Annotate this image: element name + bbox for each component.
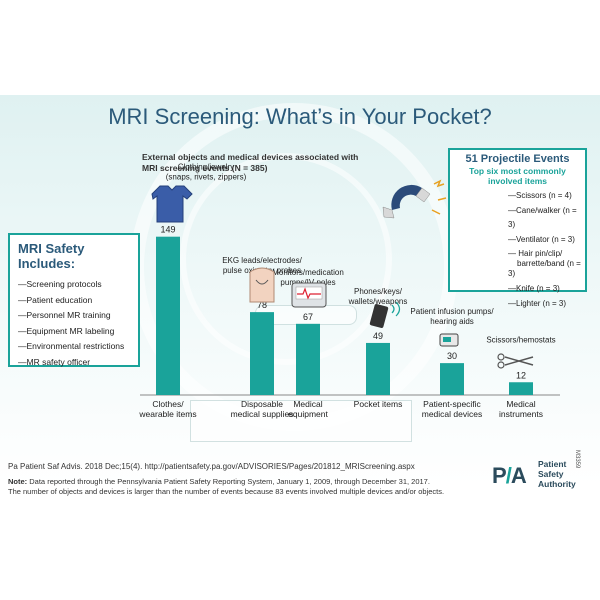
annotation-label: Scissors/hemostats [486,335,555,344]
annotation-label: hearing aids [430,317,474,326]
annotation-label: EKG leads/electrodes/ [222,256,302,265]
logo-line-3: Authority [538,479,576,489]
tick-label: Patient-specific [423,399,481,409]
projectile-subheading: Top six most commonly involved items [450,166,585,186]
scissors-handle-icon [497,361,505,369]
subtitle-line-2: MRI screening events (N = 385) [142,163,268,173]
magnet-pole-icon [415,187,431,203]
projectile-item: Ventilator (n = 3) [508,233,585,248]
monitor-screen-icon [295,286,323,300]
projectile-item: Cane/walker (n = 3) [508,204,585,233]
ekg-torso-icon [249,267,275,303]
tick-label: Disposable [241,399,283,409]
projectile-item: Lighter (n = 3) [508,297,585,312]
projectile-events-panel: 51 Projectile Events Top six most common… [448,148,587,308]
page-title: MRI Screening: What’s in Your Pocket? [108,104,492,129]
logo-line-1: Patient [538,459,567,469]
scissors-handle-icon [497,353,505,361]
magnet-icon [391,184,422,210]
logo-mark: P/A [492,463,527,489]
projectile-item-line-2: barrette/band (n = 3) [508,259,581,278]
logo-mark-slash: / [505,463,512,488]
logo-mark-a: A [510,463,527,488]
bar [440,363,464,395]
heartbeat-icon [297,287,321,300]
safety-item: Personnel MR training [18,308,138,324]
data-label: 67 [303,312,313,322]
projectile-list: Scissors (n = 4) Cane/walker (n = 3) Ven… [450,189,585,311]
safety-item: Patient education [18,293,138,309]
annotation-label: Clothing/jewelry [178,163,234,172]
projectile-item: Knife (n = 3) [508,282,585,297]
logo-line-2: Safety [538,469,564,479]
magnet-pole-icon [382,206,395,219]
pump-screen-icon [443,337,451,342]
logo-words: Patient Safety Authority [538,459,576,489]
note-text: Data reported through the Pennsylvania P… [29,477,430,486]
subtitle-line-1: External objects and medical devices ass… [142,152,359,162]
annotation-label: wallets/weapons [348,297,408,306]
annotation-label: (snaps, rivets, zippers) [166,173,247,182]
tick-label: Clothes/ [152,399,184,409]
mri-safety-list: Screening protocols Patient education Pe… [10,277,138,370]
annotation-label: Monitors/medication [272,268,344,277]
shirt-icon [151,185,193,223]
bar [509,382,533,395]
bar [366,342,390,395]
annotation-label: Phones/keys/ [354,287,403,296]
tick-label: Pocket items [354,399,403,409]
note-label: Note: [8,477,28,486]
logo-mark-p: P [492,463,507,488]
projectile-heading: 51 Projectile Events [465,153,570,165]
data-label: 30 [447,351,457,361]
bar [156,236,180,395]
data-label: 12 [516,370,526,380]
note: Note: Data reported through the Pennsylv… [8,477,488,497]
citation: Pa Patient Saf Advis. 2018 Dec;15(4). ht… [8,462,415,471]
tick-label: instruments [499,409,543,419]
tick-label: Medical [293,399,322,409]
safety-item: Equipment MR labeling [18,324,138,340]
tick-label: wearable items [138,409,196,419]
projectile-subheading-line-1: Top six most commonly [469,166,566,176]
projectile-item: Scissors (n = 4) [508,189,585,204]
projectile-item: Hair pin/clip/ barrette/band (n = 3) [508,249,585,279]
safety-item: Environmental restrictions [18,339,138,355]
data-label: 49 [373,331,383,341]
patient-safety-authority-logo: P/A Patient Safety Authority [492,458,592,498]
tick-label: equipment [288,409,328,419]
mri-safety-heading: MRI Safety Includes: [18,241,138,271]
tick-label: medical devices [422,409,482,419]
phone-icon [369,304,389,328]
mri-safety-heading-line-2: Includes: [18,256,76,271]
safety-item: MR safety officer [18,355,138,371]
spark-icon [431,179,447,215]
ekg-lead-icon [255,279,269,285]
note-text-2: The number of objects and devices is lar… [8,487,445,496]
bar [250,312,274,395]
mri-safety-panel: MRI Safety Includes: Screening protocols… [8,233,140,367]
mri-base-decoration [190,400,412,442]
data-label: 149 [160,225,175,235]
signal-icon [391,301,401,317]
bar [296,323,320,395]
annotation-label: pumps/IV poles [280,278,335,287]
projectile-item-line-1: Hair pin/clip/ [518,249,563,258]
projectile-subheading-line-2: involved items [487,176,548,186]
safety-item: Screening protocols [18,277,138,293]
chart-subtitle: External objects and medical devices ass… [142,152,372,174]
data-label: 78 [257,300,267,310]
tick-label: medical supplies [231,409,294,419]
annotation-label: Patient infusion pumps/ [410,307,494,316]
mri-safety-heading-line-1: MRI Safety [18,241,85,256]
document-id: M3359 [574,450,580,469]
tick-label: Medical [506,399,535,409]
scissors-icon [504,356,534,366]
mri-ring-decoration-inner [180,153,392,365]
